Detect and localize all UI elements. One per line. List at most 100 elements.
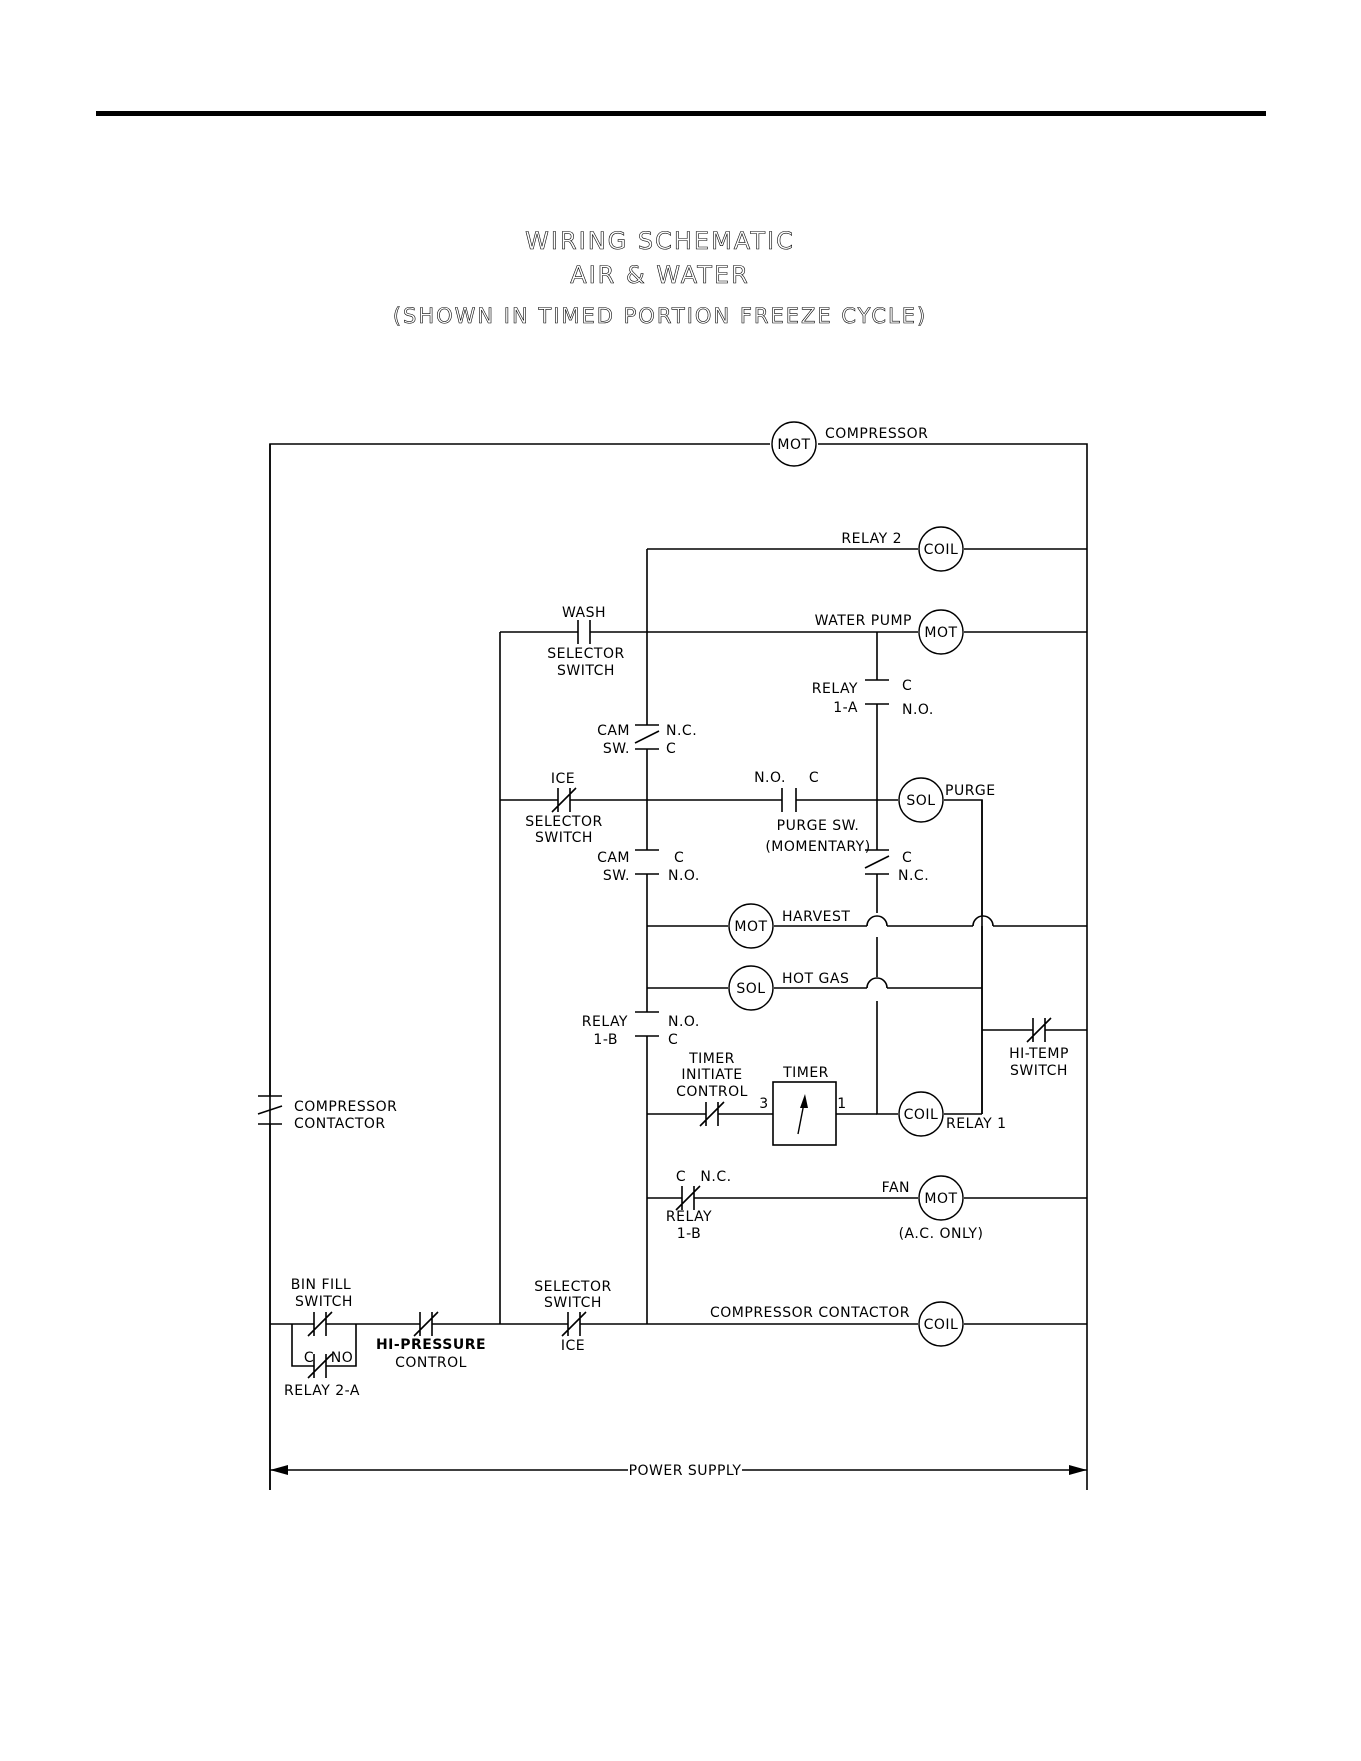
arrow-right-icon — [1069, 1465, 1087, 1475]
wash-selector-line2: SWITCH — [557, 663, 615, 679]
purge-solenoid-symbol: SOL — [906, 793, 935, 809]
contact-timer-initiate — [699, 1101, 725, 1127]
wash-selector-line1: SELECTOR — [547, 646, 624, 662]
contact-cam-sw-upper — [634, 724, 660, 750]
wires — [269, 443, 1088, 1490]
cam-sw-lower-t1: C — [674, 850, 684, 866]
contact-selector-ice-lower — [561, 1311, 587, 1337]
contacts — [257, 620, 1052, 1379]
power-supply-label: POWER SUPPLY — [629, 1463, 742, 1479]
timer-terminal-1: 1 — [837, 1096, 846, 1112]
water-pump-motor: MOT — [918, 609, 964, 655]
bin-fill-line2: SWITCH — [295, 1294, 353, 1310]
crossing-harvest-x982 — [972, 915, 994, 927]
cam-sw-lower-t2: N.O. — [668, 868, 700, 884]
purge-sw-t1: N.O. — [754, 770, 786, 786]
cam-sw-lower-line1: CAM — [597, 850, 630, 866]
hi-pressure-line2: CONTROL — [395, 1355, 467, 1371]
relay1-coil: COIL — [898, 1091, 944, 1137]
ice-position-label: ICE — [551, 771, 575, 787]
timer: TIMER 3 1 — [759, 1065, 846, 1146]
cam-sw-upper-t1: N.C. — [666, 723, 697, 739]
wire-relay2a-branch — [291, 1324, 357, 1367]
title-line-1: WIRING SCHEMATIC — [525, 227, 795, 255]
relay1b-lower-line1: RELAY — [666, 1209, 712, 1225]
purge-solenoid: SOL — [898, 777, 944, 823]
timer-initiate-line2: INITIATE — [681, 1067, 742, 1083]
compressor-contactor-line2: CONTACTOR — [294, 1116, 386, 1132]
relay1b-upper-line1: RELAY — [582, 1014, 628, 1030]
water-pump-label: WATER PUMP — [815, 613, 912, 629]
relay1a-lower-t2: N.C. — [898, 868, 929, 884]
relay1a-upper-t1: C — [902, 678, 912, 694]
header-rule — [96, 111, 1266, 116]
selector-ice-lower-position: ICE — [561, 1338, 585, 1354]
contact-relay1a-upper — [865, 679, 889, 705]
cam-sw-upper-line1: CAM — [597, 723, 630, 739]
purge-sw-line1: PURGE SW. — [777, 818, 860, 834]
loads: MOT COIL MOT SOL MOT SOL — [728, 421, 964, 1347]
purge-sw-t2: C — [809, 770, 819, 786]
relay1b-lower-line2: 1-B — [677, 1226, 702, 1242]
contact-hi-pressure — [413, 1311, 439, 1337]
ice-selector-line2: SWITCH — [535, 830, 593, 846]
bin-fill-line1: BIN FILL — [291, 1277, 351, 1293]
title-line-2: AIR & WATER — [570, 261, 750, 289]
relay2-coil-symbol: COIL — [924, 542, 959, 558]
relay2-label: RELAY 2 — [841, 531, 902, 547]
relay1b-upper-t2: C — [668, 1032, 678, 1048]
contact-wash-selector — [577, 620, 591, 644]
fan-motor-symbol: MOT — [924, 1191, 957, 1207]
contact-cam-sw-lower — [635, 849, 659, 875]
compressor-contactor-line1: COMPRESSOR — [294, 1099, 397, 1115]
fan-label: FAN — [882, 1180, 910, 1196]
purge-label: PURGE — [945, 783, 996, 799]
timer-label: TIMER — [782, 1065, 829, 1081]
harvest-label: HARVEST — [782, 909, 850, 925]
contact-relay1a-lower — [864, 849, 890, 875]
relay1a-lower-t1: C — [902, 850, 912, 866]
contact-relay1b-upper — [635, 1011, 659, 1037]
fan-note: (A.C. ONLY) — [899, 1226, 984, 1242]
relay2-coil: COIL — [918, 526, 964, 572]
cam-sw-upper-line2: SW. — [603, 741, 630, 757]
wash-position-label: WASH — [562, 605, 606, 621]
timer-initiate-line3: CONTROL — [676, 1084, 748, 1100]
harvest-motor: MOT — [728, 903, 774, 949]
contact-bin-fill — [307, 1311, 333, 1337]
compressor-contactor-coil-symbol: COIL — [924, 1317, 959, 1333]
title-line-3: (SHOWN IN TIMED PORTION FREEZE CYCLE) — [393, 304, 927, 328]
arrow-left-icon — [270, 1465, 288, 1475]
relay2a-t2: NO — [331, 1350, 354, 1366]
contact-ice-selector — [551, 787, 577, 813]
ice-selector-line1: SELECTOR — [525, 814, 602, 830]
timer-initiate-line1: TIMER — [688, 1051, 735, 1067]
crossing-harvest-x877 — [866, 915, 888, 927]
contact-compressor-contactor — [257, 1095, 283, 1125]
contact-relay-2a — [307, 1353, 333, 1379]
cam-sw-upper-t2: C — [666, 741, 676, 757]
wire-relay1a-vertical — [876, 632, 898, 1115]
contact-purge-switch — [781, 788, 797, 812]
compressor-contactor-coil-label: COMPRESSOR CONTACTOR — [710, 1305, 910, 1321]
compressor-contactor-coil: COIL — [918, 1301, 964, 1347]
timer-terminal-3: 3 — [759, 1096, 768, 1112]
relay1b-lower-t2: N.C. — [700, 1169, 731, 1185]
relay1b-upper-line2: 1-B — [593, 1032, 618, 1048]
relay1-label: RELAY 1 — [946, 1116, 1007, 1132]
labels: COMPRESSOR RELAY 2 WATER PUMP WASH SELEC… — [284, 426, 1069, 1479]
hi-temp-line1: HI-TEMP — [1009, 1046, 1069, 1062]
schematic-title: WIRING SCHEMATIC AIR & WATER (SHOWN IN T… — [393, 227, 927, 329]
compressor-motor-symbol: MOT — [777, 437, 810, 453]
fan-motor: MOT — [918, 1175, 964, 1221]
harvest-motor-symbol: MOT — [734, 919, 767, 935]
wire-purge-row — [500, 799, 983, 1114]
hi-temp-line2: SWITCH — [1010, 1063, 1068, 1079]
hot-gas-solenoid: SOL — [728, 965, 774, 1011]
relay1b-lower-t1: C — [676, 1169, 686, 1185]
selector-ice-lower-line1: SELECTOR — [534, 1279, 611, 1295]
relay2a-label: RELAY 2-A — [284, 1383, 360, 1399]
contact-hi-temp — [1026, 1017, 1052, 1043]
